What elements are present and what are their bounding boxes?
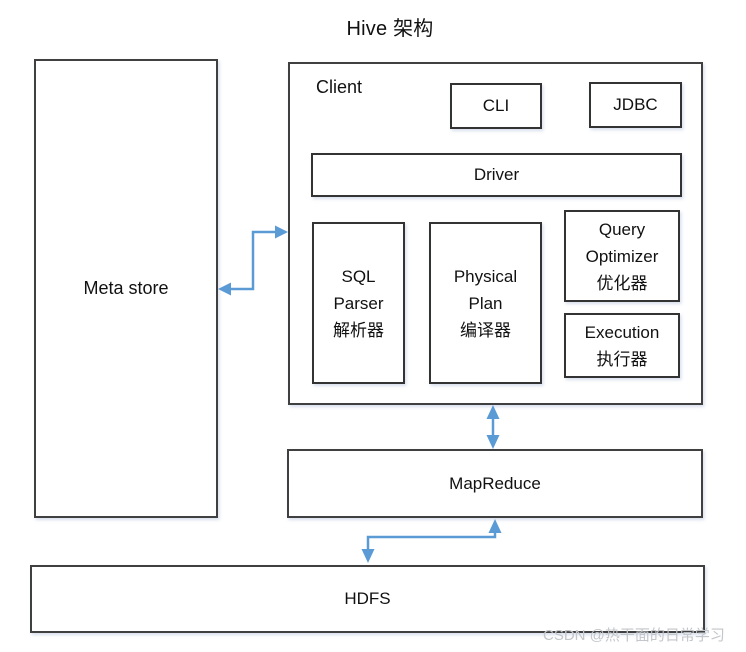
execution-box: Execution 执行器	[564, 313, 680, 378]
query-optimizer-line: Optimizer	[585, 246, 659, 266]
query-optimizer-line: 优化器	[596, 273, 648, 293]
driver-label: Driver	[473, 165, 520, 184]
client-mapreduce-arrow	[486, 405, 500, 449]
hdfs-box: HDFS	[30, 565, 705, 633]
mapreduce-hdfs-arrow	[361, 519, 502, 563]
client-box: Client CLI JDBC Driver SQL Parser 解析器 Ph…	[288, 62, 703, 405]
mapreduce-label: MapReduce	[449, 473, 541, 493]
diagram-title: Hive 架构	[346, 18, 434, 40]
execution-line: 执行器	[596, 349, 648, 369]
client-label: Client	[316, 77, 363, 97]
cli-label: CLI	[482, 96, 510, 115]
jdbc-label: JDBC	[613, 95, 658, 114]
physical-plan-line: Plan	[468, 293, 503, 313]
physical-plan-box: Physical Plan 编译器	[429, 222, 542, 384]
sql-parser-line: SQL	[341, 266, 376, 286]
cli-box: CLI	[450, 83, 542, 129]
driver-box: Driver	[311, 153, 682, 197]
hdfs-label: HDFS	[344, 589, 391, 608]
watermark: CSDN @热干面的日常学习	[543, 627, 725, 644]
physical-plan-line: Physical	[453, 266, 518, 286]
metastore-client-arrow	[218, 225, 288, 296]
query-optimizer-line: Query	[598, 219, 646, 239]
sql-parser-line: 解析器	[333, 320, 384, 340]
jdbc-box: JDBC	[589, 82, 682, 128]
physical-plan-line: 编译器	[460, 320, 511, 340]
execution-line: Execution	[584, 322, 660, 342]
meta-store-box: Meta store	[34, 59, 218, 518]
meta-store-label: Meta store	[83, 278, 169, 298]
query-optimizer-box: Query Optimizer 优化器	[564, 210, 680, 302]
sql-parser-line: Parser	[333, 293, 384, 313]
sql-parser-box: SQL Parser 解析器	[312, 222, 405, 384]
mapreduce-box: MapReduce	[287, 449, 703, 518]
